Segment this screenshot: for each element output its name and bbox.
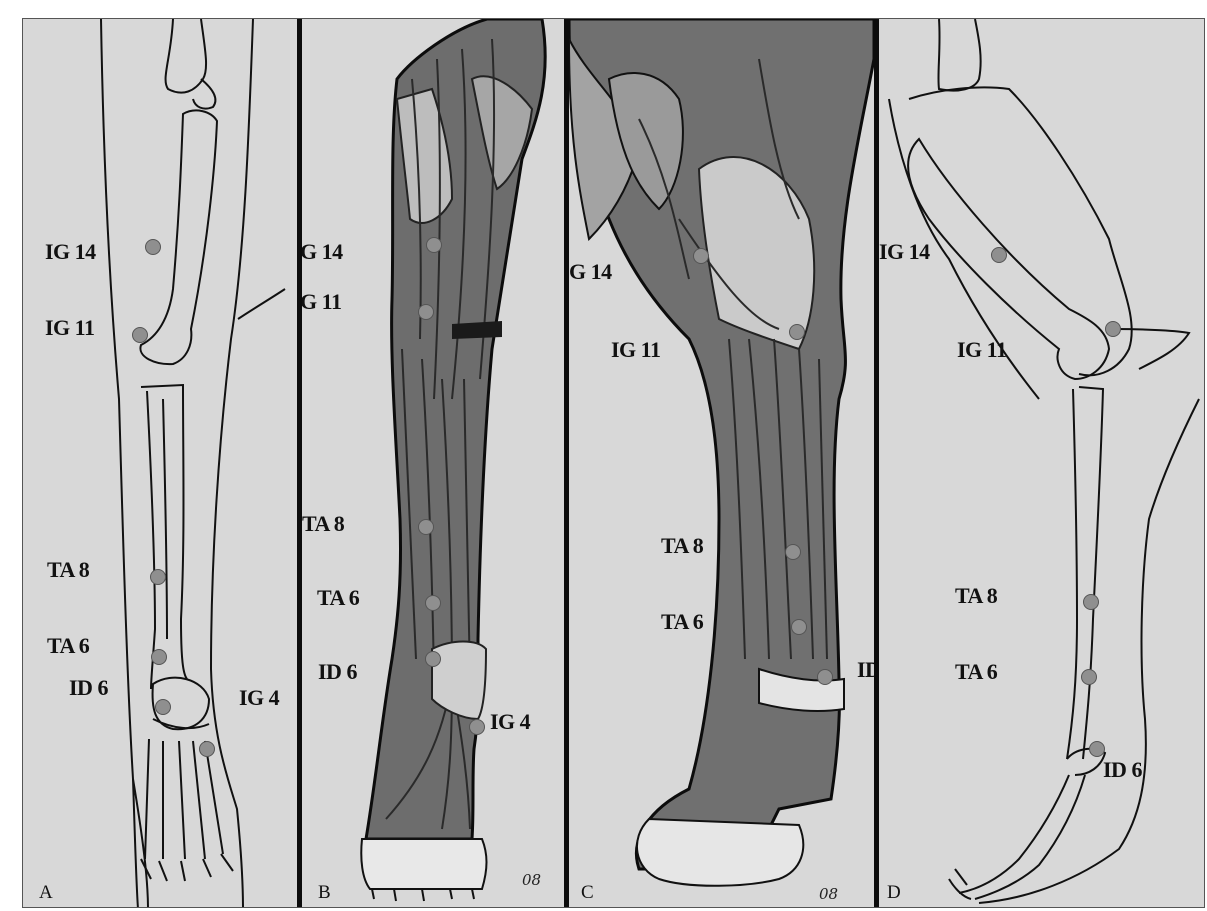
acupoint-id6-marker: [155, 699, 171, 715]
label-ig4: IG 4: [490, 711, 530, 733]
label-ta6: TA 6: [955, 661, 997, 683]
muscles-front-drawing: [302, 19, 564, 908]
acupoint-ta6-marker: [1081, 669, 1097, 685]
panel-c: IG 14 IG 11 TA 8 TA 6 ID 6 C 08: [569, 19, 874, 908]
label-ta8: TA 8: [955, 585, 997, 607]
acupoint-ta8-marker: [1083, 594, 1099, 610]
acupoint-id6-marker: [1089, 741, 1105, 757]
label-ta8: TA 8: [661, 535, 703, 557]
acupoint-ta6-marker: [151, 649, 167, 665]
acupoint-ig14-marker: [991, 247, 1007, 263]
panel-letter: B: [318, 883, 331, 902]
acupoint-ta6-marker: [425, 595, 441, 611]
artist-signature: 08: [819, 885, 838, 903]
acupoint-ig14-marker: [426, 237, 442, 253]
label-id6: ID 6: [318, 661, 357, 683]
acupoint-ta8-marker: [150, 569, 166, 585]
label-ta6: TA 6: [661, 611, 703, 633]
label-ig14: IG 14: [302, 241, 343, 263]
label-id6: ID 6: [1103, 759, 1142, 781]
panel-letter: C: [581, 883, 594, 902]
acupoint-figure: IG 14 IG 11 TA 8 TA 6 ID 6 IG 4 A: [22, 18, 1205, 908]
artist-signature: 08: [522, 871, 541, 889]
label-ta8: TA 8: [47, 559, 89, 581]
acupoint-ig11-marker: [418, 304, 434, 320]
label-ta6: TA 6: [317, 587, 359, 609]
acupoint-ta8-marker: [418, 519, 434, 535]
acupoint-ig4-marker: [469, 719, 485, 735]
skeleton-side-drawing: [879, 19, 1205, 908]
acupoint-id6-marker: [425, 651, 441, 667]
acupoint-ig11-marker: [132, 327, 148, 343]
acupoint-id6-marker: [817, 669, 833, 685]
panel-b: IG 14 IG 11 TA 8 TA 6 ID 6 IG 4 B 08: [302, 19, 564, 908]
acupoint-ig4-marker: [199, 741, 215, 757]
acupoint-ig11-marker: [1105, 321, 1121, 337]
label-ig11: IG 11: [45, 317, 94, 339]
label-id6: ID 6: [857, 659, 874, 681]
label-ig14: IG 14: [569, 261, 612, 283]
acupoint-ig14-marker: [145, 239, 161, 255]
label-ig11: IG 11: [611, 339, 660, 361]
label-ig11: IG 11: [957, 339, 1006, 361]
acupoint-ig14-marker: [693, 248, 709, 264]
label-ig11: IG 11: [302, 291, 341, 313]
panel-letter: A: [39, 883, 53, 902]
label-id6: ID 6: [69, 677, 108, 699]
acupoint-ta6-marker: [791, 619, 807, 635]
skeleton-front-drawing: [23, 19, 299, 908]
label-ig14: IG 14: [45, 241, 96, 263]
acupoint-ig11-marker: [789, 324, 805, 340]
label-ig4: IG 4: [239, 687, 279, 709]
acupoint-ta8-marker: [785, 544, 801, 560]
muscles-side-drawing: [569, 19, 874, 908]
label-ig14: IG 14: [879, 241, 930, 263]
label-ta8: TA 8: [302, 513, 344, 535]
panel-letter: D: [887, 883, 901, 902]
label-ta6: TA 6: [47, 635, 89, 657]
panel-a: IG 14 IG 11 TA 8 TA 6 ID 6 IG 4 A: [23, 19, 299, 908]
panel-d: IG 14 IG 11 TA 8 TA 6 ID 6 D: [879, 19, 1205, 908]
